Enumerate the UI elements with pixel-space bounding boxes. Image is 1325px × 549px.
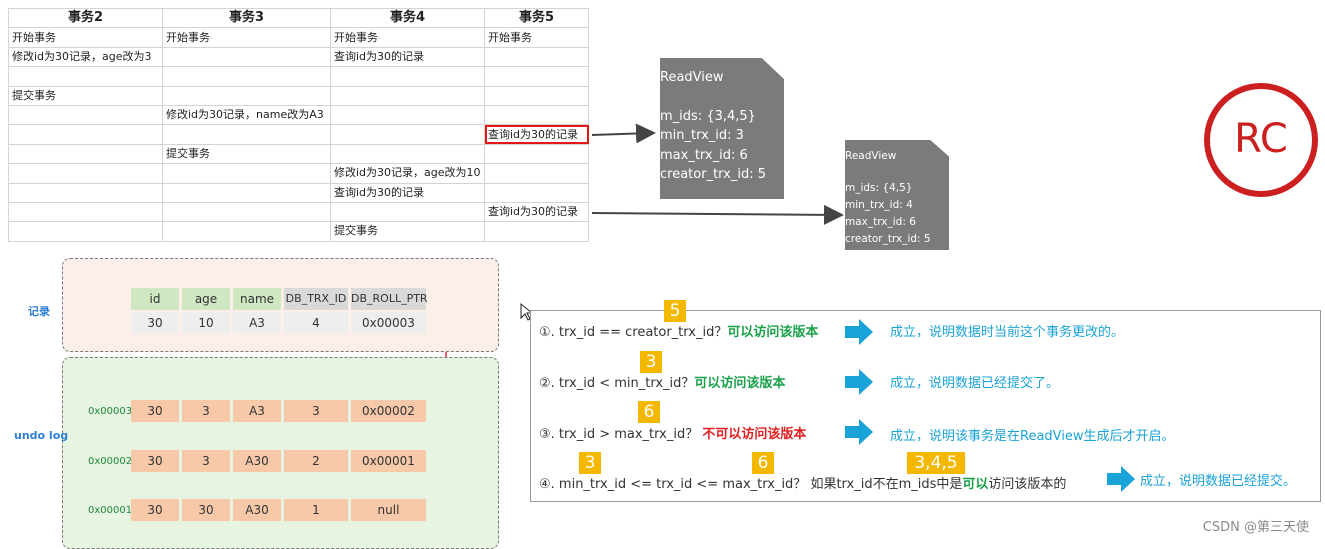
rule3-text: ③. trx_id > max_trx_id？ — [539, 427, 699, 442]
table-row: 修改id为30记录，name改为A3 — [8, 104, 589, 126]
rule2-verdict: 可以访问该版本 — [694, 376, 786, 391]
undo-row1-age: 3 — [182, 400, 230, 422]
record-header-name: name — [233, 288, 281, 310]
rule4-mids-tag: 3,4,5 — [907, 452, 965, 474]
table-cell: 查询id为30的记录 — [484, 201, 589, 223]
undo-addr-1: 0x00003 — [88, 406, 133, 417]
rule4-result: 成立，说明数据已经提交。 — [1140, 474, 1297, 489]
right-arrow-icon — [845, 319, 873, 345]
table-cell — [484, 163, 589, 184]
undo-row2-roll-ptr: 0x00001 — [351, 450, 426, 472]
rule2-result: 成立，说明数据已经提交了。 — [890, 376, 1060, 391]
rule4-verdict: 可以 — [962, 477, 989, 492]
watermark: CSDN @第三天使 — [1202, 520, 1309, 535]
rule3-value-tag: 6 — [638, 401, 660, 423]
arrow-to-readview1 — [591, 123, 656, 144]
right-arrow-icon — [845, 419, 873, 445]
rule-3: ③. trx_id > max_trx_id？ 不可以访问该版本 — [539, 423, 806, 442]
undo-row3-age: 30 — [182, 499, 230, 521]
undo-addr-2: 0x00002 — [88, 456, 133, 467]
rule1-result: 成立，说明数据时当前这个事务更改的。 — [890, 325, 1125, 340]
undo-row3-roll-ptr: null — [351, 499, 426, 521]
readview2-m-ids: m_ids: {4,5} — [845, 182, 913, 194]
undo-row3-trx-id: 1 — [284, 499, 348, 521]
readview1-min-trx-id: min_trx_id: 3 — [660, 128, 744, 143]
undo-row3-id: 30 — [131, 499, 179, 521]
record-header-age: age — [182, 288, 230, 310]
readview1-m-ids: m_ids: {3,4,5} — [660, 108, 756, 124]
rule4-text: ④. min_trx_id <= trx_id <= max_trx_id？ 如… — [539, 477, 963, 492]
undo-row1-roll-ptr: 0x00002 — [351, 400, 426, 422]
rule4-text-after: 访问该版本的 — [988, 477, 1067, 492]
readview1-max-trx-id: max_trx_id: 6 — [660, 147, 748, 163]
table-row: 提交事务 — [8, 221, 589, 242]
undo-row2-id: 30 — [131, 450, 179, 472]
record-value-db-trx-id: 4 — [284, 312, 348, 334]
rule-1: ①. trx_id == creator_trx_id？可以访问该版本 — [539, 321, 818, 340]
rule2-value-tag: 3 — [640, 351, 662, 373]
readview1-title: ReadView — [660, 70, 724, 85]
table-cell — [484, 182, 589, 203]
record-value-id: 30 — [131, 312, 179, 334]
readview2-min-trx-id: min_trx_id: 4 — [845, 199, 913, 211]
rule4-min-tag: 3 — [579, 452, 601, 474]
readview2-title: ReadView — [845, 150, 897, 162]
record-value-name: A3 — [233, 312, 281, 334]
table-row: 提交事务 — [8, 143, 589, 165]
table-cell: 查询id为30的记录 — [484, 124, 589, 145]
rule-4: ④. min_trx_id <= trx_id <= max_trx_id？ 如… — [539, 473, 1066, 492]
undo-row2-age: 3 — [182, 450, 230, 472]
table-row: 修改id为30记录，age改为10 — [8, 163, 589, 184]
table-cell: 开始事务 — [8, 27, 163, 48]
record-value-age: 10 — [182, 312, 230, 334]
readview2-creator-trx-id: creator_trx_id: 5 — [845, 233, 931, 245]
table-row: 查询id为30的记录 — [8, 182, 589, 203]
isolation-level-badge: RC — [1204, 83, 1318, 197]
arrow-to-readview2 — [591, 204, 844, 225]
table-cell: 提交事务 — [330, 221, 485, 242]
table-row: 查询id为30的记录 — [8, 201, 589, 223]
table-cell — [484, 221, 589, 242]
table-cell: 提交事务 — [162, 143, 331, 165]
table-row: 查询id为30的记录 — [8, 124, 589, 145]
record-header-id: id — [131, 288, 179, 310]
readview-document-2: ReadView m_ids: {4,5} min_trx_id: 4 max_… — [845, 140, 949, 250]
undo-row3-name: A30 — [233, 499, 281, 521]
undo-row1-trx-id: 3 — [284, 400, 348, 422]
record-header-db-trx-id: DB_TRX_ID — [284, 288, 348, 310]
rule-2: ②. trx_id < min_trx_id？可以访问该版本 — [539, 372, 785, 391]
readview-document-1: ReadView m_ids: {3,4,5} min_trx_id: 3 ma… — [660, 58, 784, 199]
undo-row2-name: A30 — [233, 450, 281, 472]
rule4-max-tag: 6 — [752, 452, 774, 474]
table-cell: 修改id为30记录，age改为10 — [330, 163, 485, 184]
rule3-result: 成立，说明该事务是在ReadView生成后才开启。 — [890, 429, 1175, 444]
rule2-text: ②. trx_id < min_trx_id？ — [539, 376, 695, 391]
right-arrow-icon — [1107, 466, 1135, 492]
rule3-verdict: 不可以访问该版本 — [702, 427, 807, 442]
transaction-table: 事务2 事务3 事务4 事务5 开始事务开始事务开始事务开始事务修改id为30记… — [8, 7, 589, 242]
rule1-text: ①. trx_id == creator_trx_id？ — [539, 325, 728, 340]
undo-row1-name: A3 — [233, 400, 281, 422]
right-arrow-icon — [845, 369, 873, 395]
table-cell: 查询id为30的记录 — [330, 182, 485, 203]
table-row — [8, 66, 589, 87]
undo-addr-3: 0x00001 — [88, 505, 133, 516]
rule1-verdict: 可以访问该版本 — [727, 325, 819, 340]
readview2-max-trx-id: max_trx_id: 6 — [845, 216, 916, 228]
rule1-value-tag: 5 — [664, 300, 686, 322]
readview1-creator-trx-id: creator_trx_id: 5 — [660, 167, 766, 182]
undo-row2-trx-id: 2 — [284, 450, 348, 472]
record-header-db-roll-ptr: DB_ROLL_PTR — [351, 288, 428, 310]
table-cell — [484, 143, 589, 165]
record-label: 记录 — [28, 305, 50, 318]
undo-row1-id: 30 — [131, 400, 179, 422]
record-value-db-roll-ptr: 0x00003 — [351, 312, 426, 334]
undo-log-label: undo log — [14, 429, 69, 442]
